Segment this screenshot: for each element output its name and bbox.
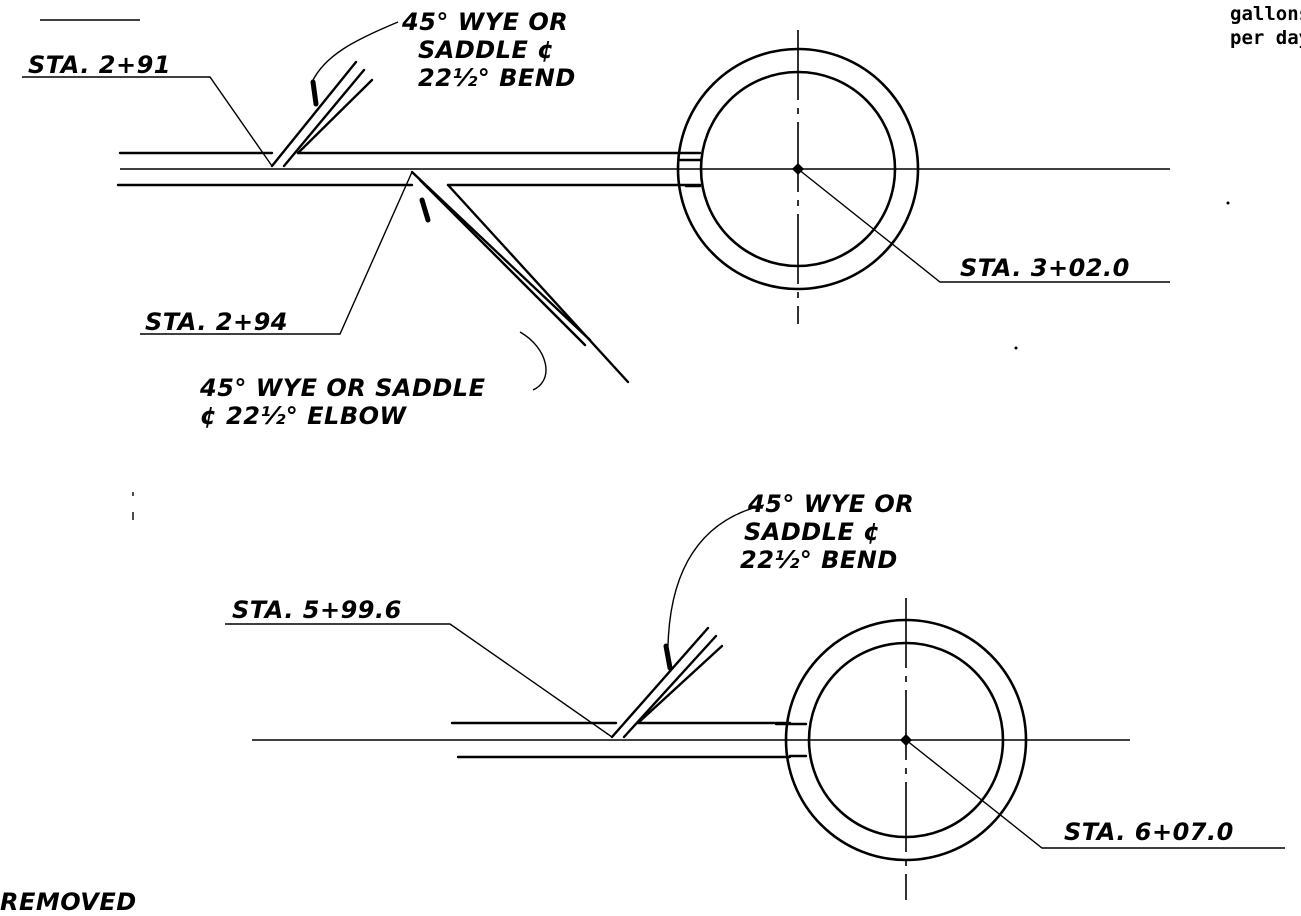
bottom-callout-line-2: SADDLE ¢ [744, 518, 880, 546]
top-detail: STA. 2+91 STA. 2+94 STA. 3+02.0 45° WYE … [22, 8, 1170, 430]
top-manhole [676, 30, 920, 324]
label-sta-5-99: STA. 5+99.6 [232, 596, 402, 624]
stray-marks [132, 201, 1230, 520]
bottom-callout-line-3: 22½° BEND [740, 546, 898, 574]
margin-text-line-1: gallons [1230, 3, 1301, 25]
label-sta-2-94: STA. 2+94 [145, 308, 288, 336]
upper-callout-line-3: 22½° BEND [418, 64, 576, 92]
bottom-leaders [225, 504, 1285, 849]
margin-text-line-2: per day [1230, 27, 1301, 49]
top-main-pipe [116, 151, 1170, 188]
label-sta-6-07: STA. 6+07.0 [1064, 818, 1234, 846]
bottom-detail: STA. 5+99.6 STA. 6+07.0 45° WYE OR SADDL… [225, 490, 1285, 900]
top-lower-wye [410, 170, 630, 384]
bottom-callout-line-1: 45° WYE OR [747, 490, 914, 518]
label-sta-3-02: STA. 3+02.0 [960, 254, 1130, 282]
top-upper-wye [270, 60, 374, 168]
top-leaders [22, 21, 1170, 391]
bottom-main-pipe [252, 721, 1130, 759]
lower-callout-line-2: ¢ 22½° ELBOW [200, 402, 408, 430]
upper-callout-line-1: 45° WYE OR [401, 8, 568, 36]
label-sta-2-91: STA. 2+91 [28, 51, 171, 79]
bottom-manhole [784, 598, 1028, 900]
upper-callout-line-2: SADDLE ¢ [418, 36, 554, 64]
footer-removed-text: REMOVED [0, 888, 137, 916]
lower-callout-line-1: 45° WYE OR SADDLE [199, 374, 486, 402]
bottom-wye [610, 626, 724, 739]
